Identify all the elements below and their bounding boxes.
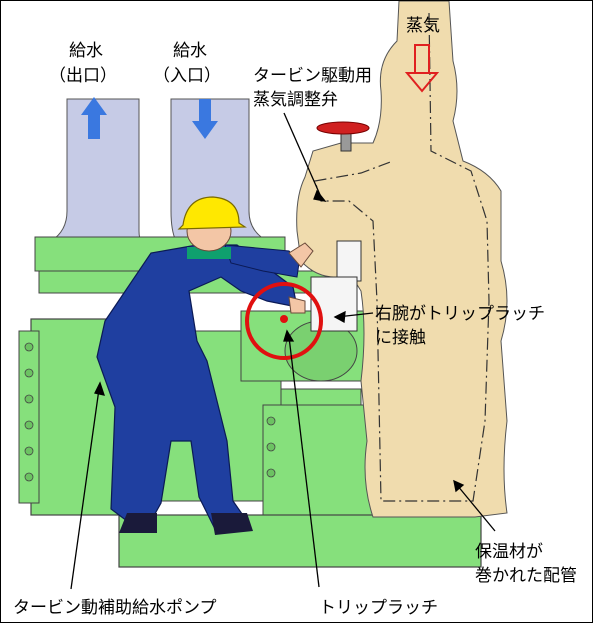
label-insulated-1: 保温材が xyxy=(475,542,543,562)
label-water-in-1: 給水 xyxy=(173,41,207,61)
steam-pipe-centerline xyxy=(314,12,490,502)
label-trip-latch: トリップラッチ xyxy=(319,598,438,618)
label-arm-contact-2: に接触 xyxy=(375,328,426,348)
steam-arrow-icon xyxy=(404,44,440,93)
water-out-arrow-icon xyxy=(81,97,107,139)
label-insulated-2: 巻かれた配管 xyxy=(475,566,577,586)
insulated-steam-pipe xyxy=(296,1,508,518)
water-in-arrow-icon xyxy=(192,99,218,139)
label-water-out-1: 給水 xyxy=(69,41,103,61)
label-valve-2: 蒸気調整弁 xyxy=(253,90,338,110)
label-water-out-2: （出口） xyxy=(49,66,117,86)
label-pump: タービン動補助給水ポンプ xyxy=(13,598,217,618)
label-steam: 蒸気 xyxy=(406,16,440,36)
trip-latch-knob xyxy=(280,315,288,323)
label-arm-contact-1: 右腕がトリップラッチ xyxy=(375,304,545,324)
label-valve-1: タービン駆動用 xyxy=(253,66,372,86)
worker-figure xyxy=(96,196,314,535)
label-water-in-2: （入口） xyxy=(153,66,221,86)
leader-lines xyxy=(70,112,496,590)
trip-latch-highlight xyxy=(245,282,323,360)
